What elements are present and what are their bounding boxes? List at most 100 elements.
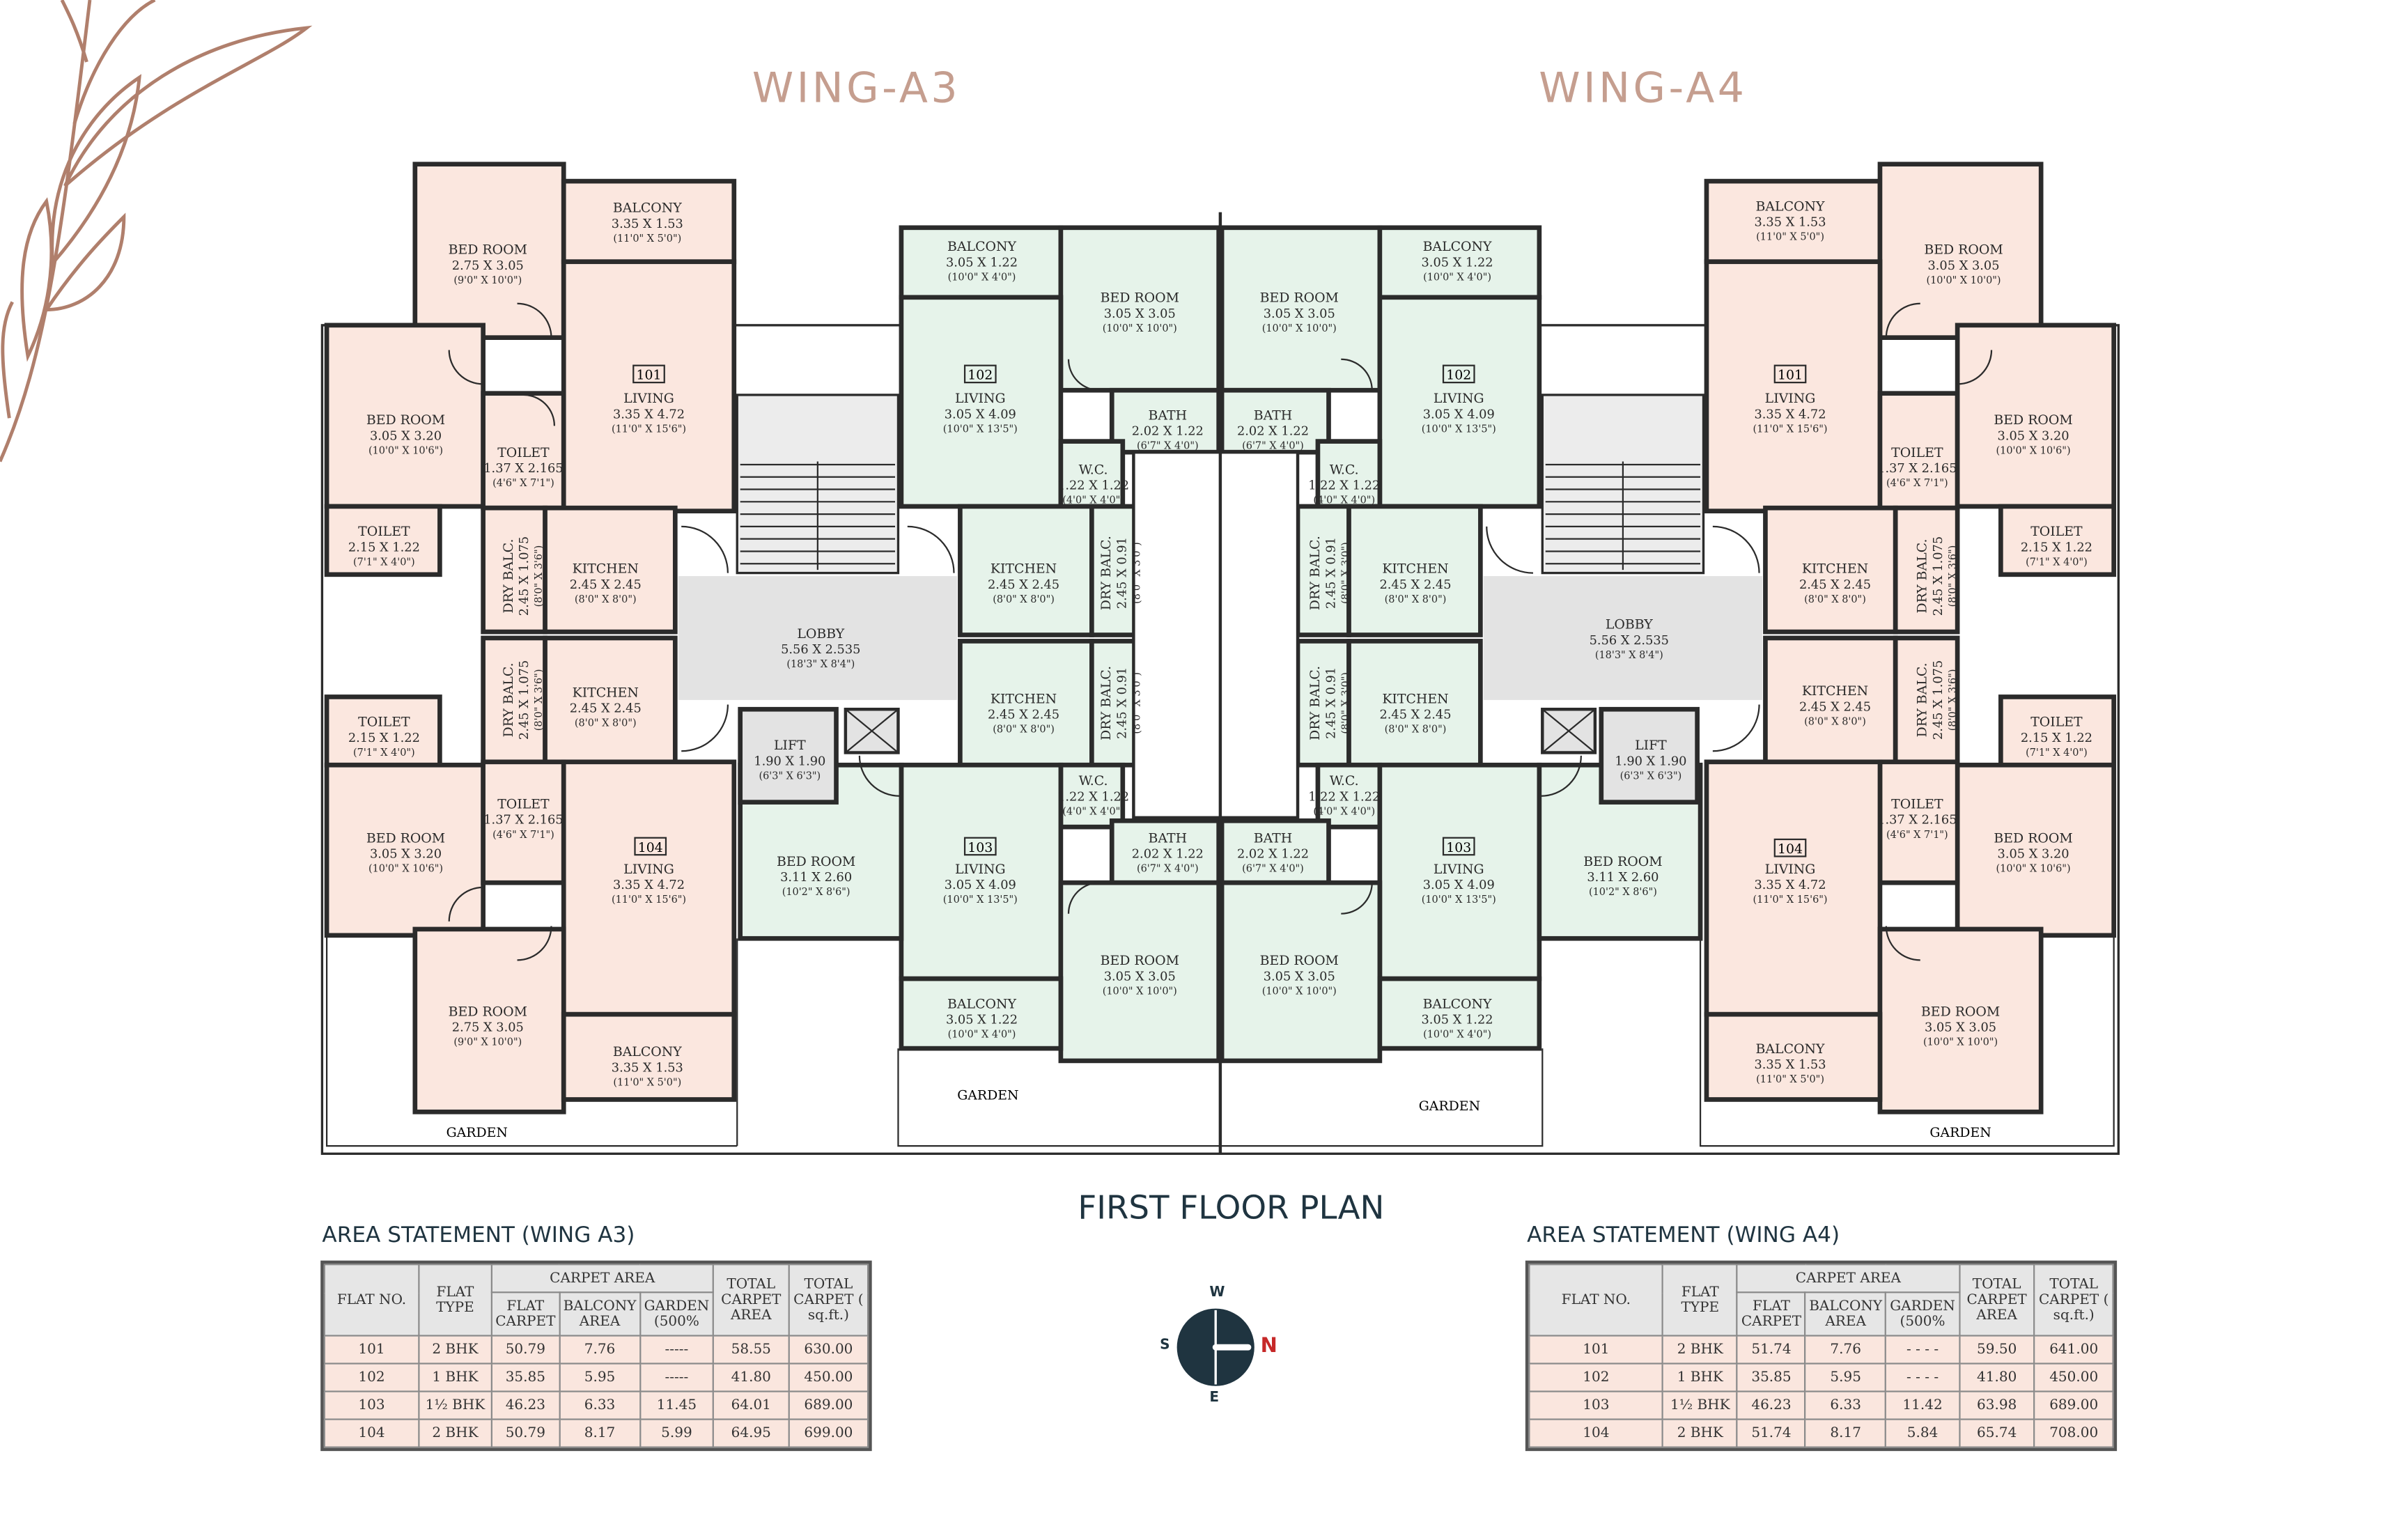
table-cell: 46.23 [490,1390,561,1420]
table-cell: 101 [1528,1335,1664,1365]
compass-north-label: N [1260,1335,1277,1358]
table-cell: 51.74 [1737,1418,1806,1448]
area-statement-a4-title: AREA STATEMENT (WING A4) [1527,1223,1840,1248]
garden-lines [325,935,2115,1147]
table-cell: 5.95 [558,1362,642,1392]
table-cell: 101 [323,1335,420,1365]
table-cell: - - - - [1885,1362,1960,1392]
table-cell: 7.76 [558,1335,642,1365]
room-label: W.C.1.22 X 1.22(4'0" X 4'0") [1057,462,1129,506]
room-label: DRY BALC.2.45 X 0.91(8'0" X 3'0") [1098,666,1142,740]
room-label: DRY BALC.2.45 X 0.91(8'0" X 3'0") [1307,536,1351,610]
garden-label: GARDEN [446,1125,508,1140]
col-total-carpet-sqft: TOTAL CARPET ( sq.ft.) [2033,1264,2114,1337]
table-cell: 50.79 [490,1335,561,1365]
table-cell: 450.00 [788,1362,869,1392]
col-garden: GARDEN (500% [1885,1291,1960,1337]
area-table-a4: FLAT NO. FLAT TYPE CARPET AREA TOTAL CAR… [1525,1260,2118,1452]
table-cell: 35.85 [490,1362,561,1392]
col-garden: GARDEN (500% [639,1291,714,1337]
table-cell: ----- [639,1362,714,1392]
area-statement-a3-title: AREA STATEMENT (WING A3) [322,1223,635,1248]
flat-tag-box [1442,837,1475,856]
table-cell: 641.00 [2033,1335,2114,1365]
flat-number-tag: 101 [637,368,662,383]
table-cell: ----- [639,1335,714,1365]
table-cell: 7.76 [1804,1335,1887,1365]
table-cell: 630.00 [788,1335,869,1365]
table-cell: 8.17 [558,1418,642,1448]
garden-label: GARDEN [957,1087,1018,1103]
col-carpet-area: CARPET AREA [1737,1264,1960,1294]
col-balcony-area: BALCONY AREA [1804,1291,1887,1337]
col-flat-carpet: FLAT CARPET [1737,1291,1806,1337]
col-carpet-area: CARPET AREA [490,1264,714,1294]
compass-icon [1176,1308,1255,1386]
table-cell: 2 BHK [418,1418,492,1448]
table-cell: 1 BHK [418,1362,492,1392]
compass-west-label: W [1209,1285,1225,1301]
decorative-branch-icon [0,0,313,463]
area-table-a3: FLAT NO. FLAT TYPE CARPET AREA TOTAL CAR… [320,1260,872,1452]
table-cell: 41.80 [1958,1362,2035,1392]
flat-tag-box [1773,838,1807,857]
col-flat-carpet: FLAT CARPET [490,1291,561,1337]
table-cell: 51.74 [1737,1335,1806,1365]
table-cell: 1½ BHK [418,1390,492,1420]
flat-number-tag: 103 [968,840,993,855]
common-areas [678,212,1763,1154]
flat-number-tag: 103 [1446,840,1471,855]
flat-tag-box [963,837,997,856]
table-cell: 104 [1528,1418,1664,1448]
table-cell: 65.74 [1958,1418,2035,1448]
table-cell: 2 BHK [418,1335,492,1365]
col-balcony-area: BALCONY AREA [558,1291,642,1337]
garden-label: GARDEN [1419,1098,1480,1114]
compass: W N S E [1146,1282,1285,1422]
table-cell: - - - - [1885,1335,1960,1365]
door-swings [448,302,1993,961]
compass-east-label: E [1209,1390,1220,1406]
table-cell: 64.95 [712,1418,790,1448]
unit-a4-101-104 [1704,162,2117,1115]
col-total-carpet-area: TOTAL CARPET AREA [1958,1264,2035,1337]
room-label: DRY BALC.2.45 X 0.91(8'0" X 3'0") [1307,666,1351,740]
unit-a3-101-104 [324,162,737,1115]
room-label: DRY BALC.2.45 X 1.075(8'0" X 3'6") [1915,536,1959,616]
table-cell: 63.98 [1958,1390,2035,1420]
table-cell: 11.42 [1885,1390,1960,1420]
table-cell: 58.55 [712,1335,790,1365]
table-cell: 35.85 [1737,1362,1806,1392]
table-cell: 46.23 [1737,1390,1806,1420]
flat-number-tag: 102 [968,368,993,383]
room-label: DRY BALC.2.45 X 1.075(8'0" X 3'6") [501,660,545,740]
table-cell: 41.80 [712,1362,790,1392]
